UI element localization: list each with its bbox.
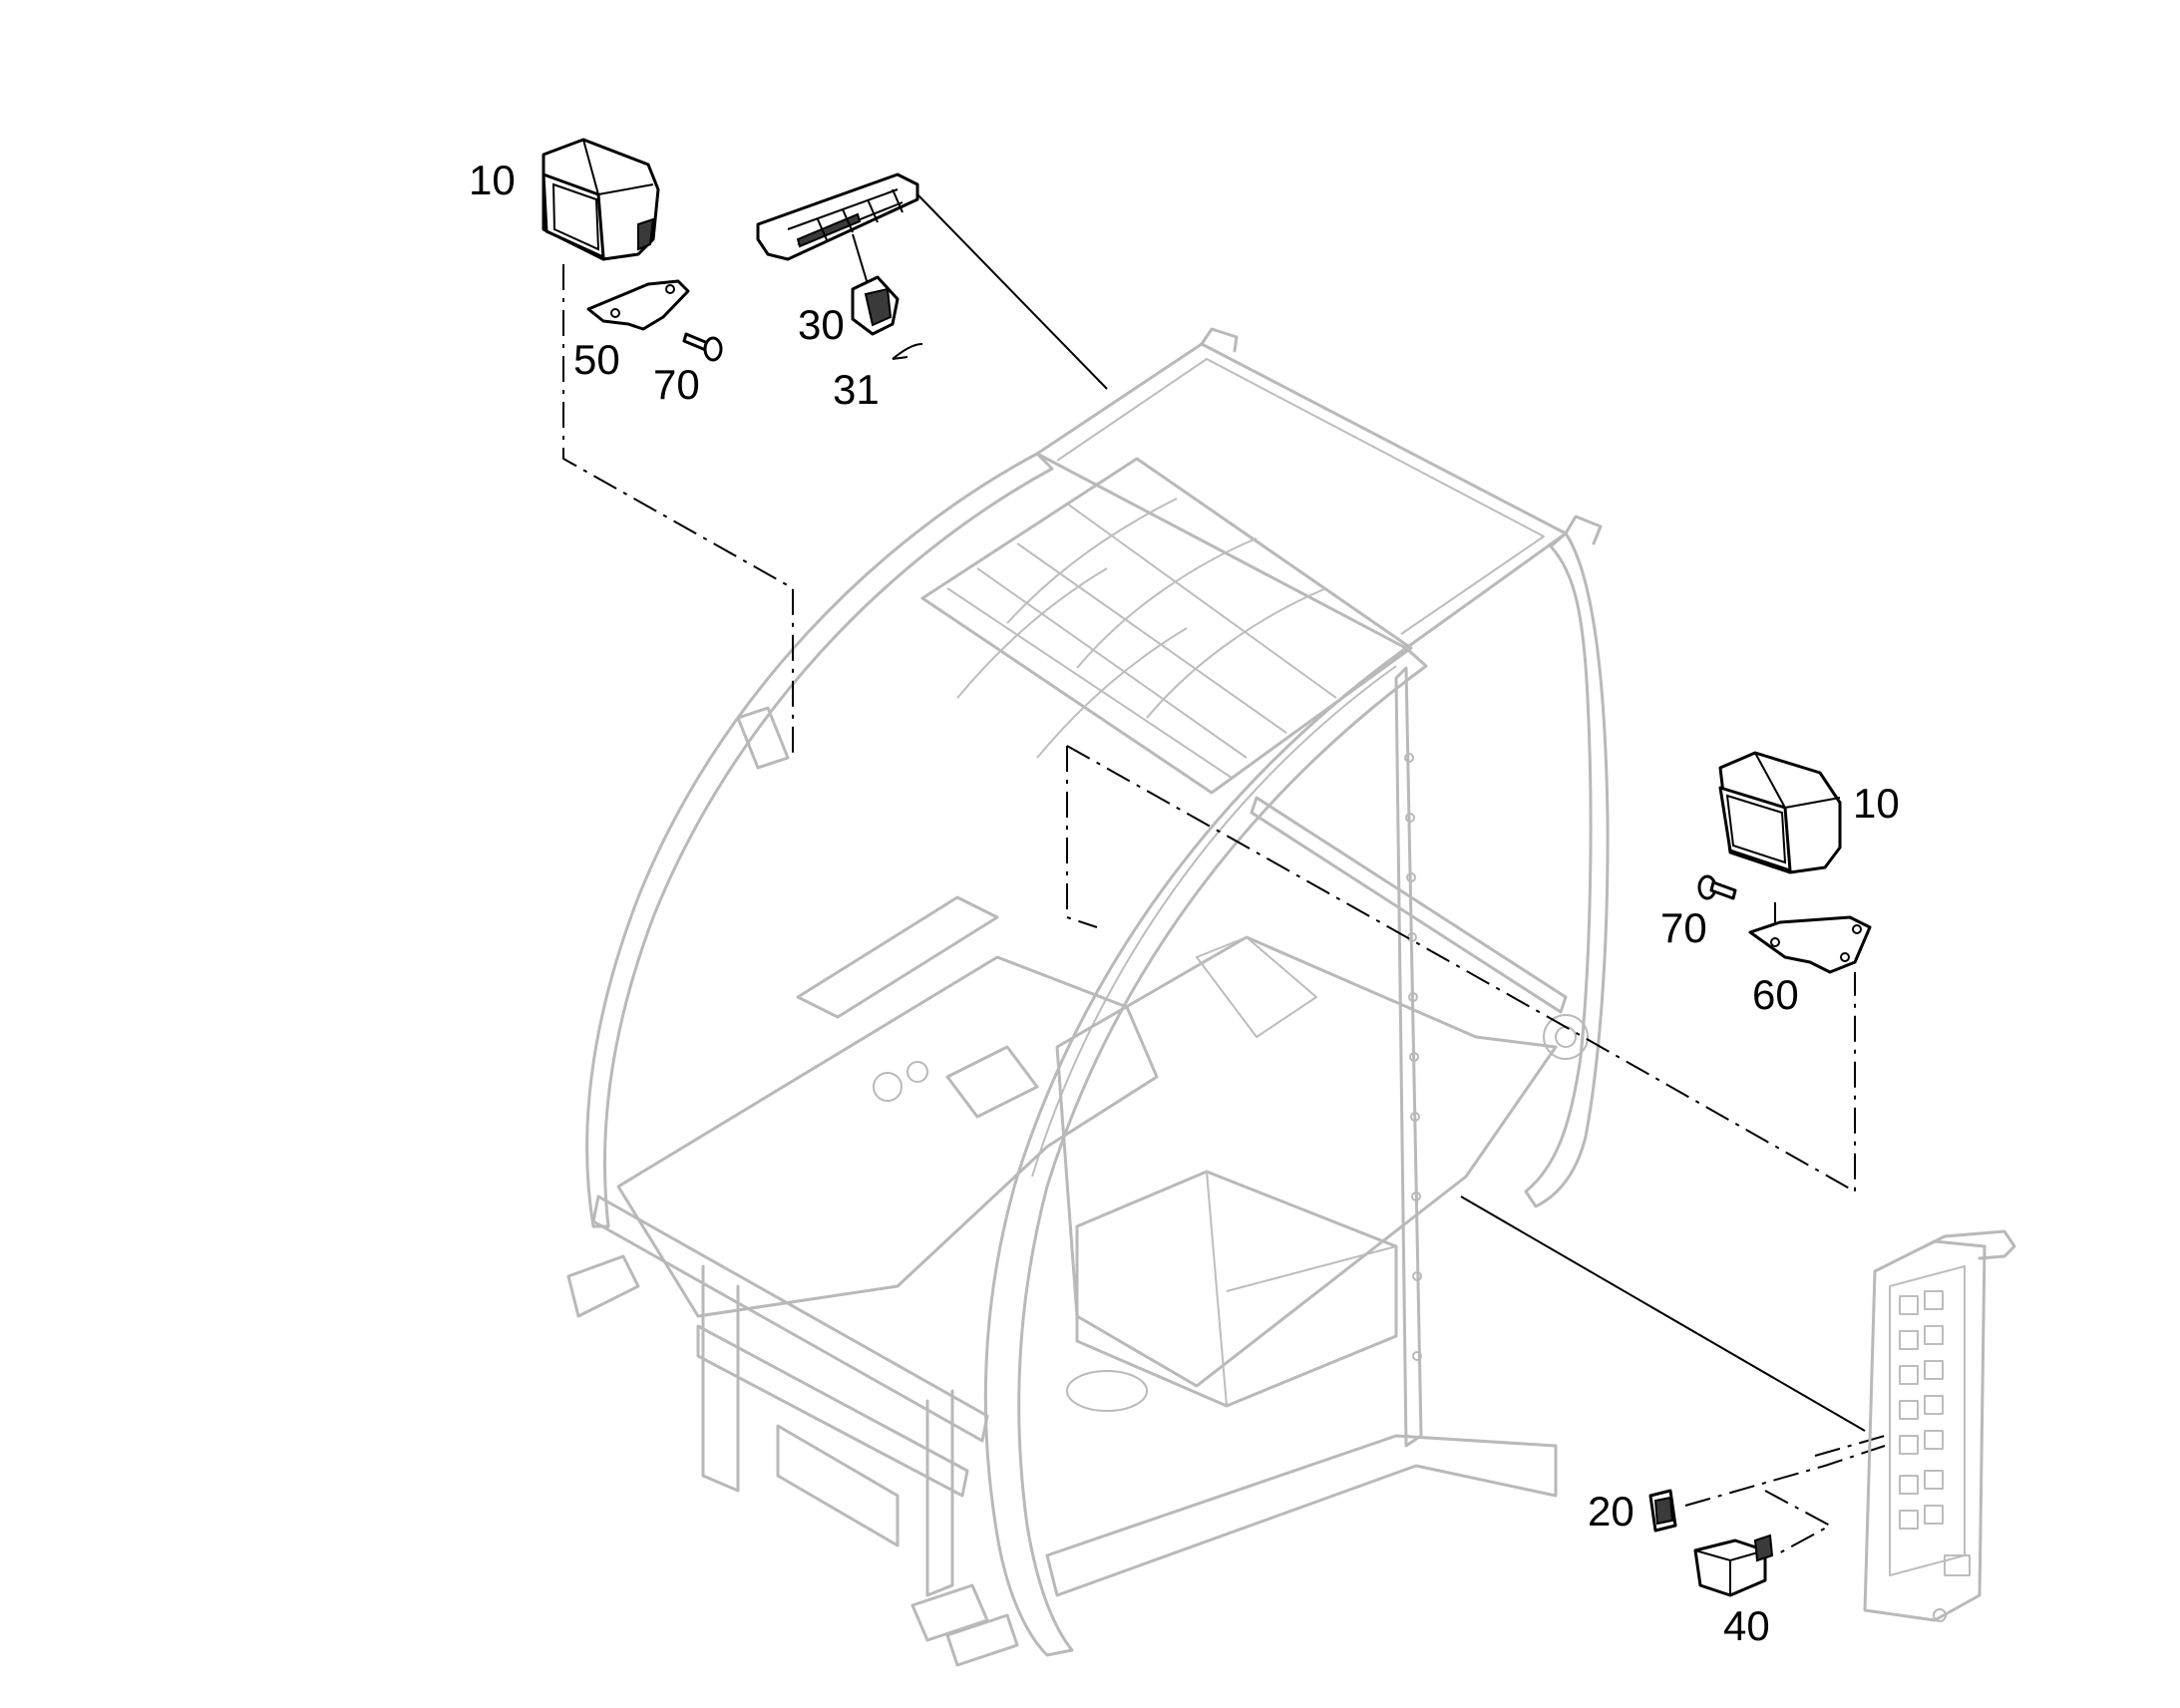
lamp-bracket-right	[1748, 915, 1872, 974]
assembly-guide-lines	[562, 264, 1886, 1556]
callout-30: 30	[798, 301, 845, 348]
work-lamp-left	[542, 138, 660, 261]
clip-part-31	[892, 343, 923, 360]
callout-70-left: 70	[653, 361, 700, 408]
callout-31: 31	[833, 366, 880, 413]
callout-10-right: 10	[1853, 780, 1900, 827]
lamp-bracket-left	[586, 279, 690, 331]
callout-70-right: 70	[1660, 904, 1707, 951]
switch-part-30	[851, 275, 900, 336]
switch-panel	[756, 172, 919, 261]
callout-10-left: 10	[469, 157, 516, 203]
callout-40: 40	[1723, 1602, 1770, 1649]
callout-50: 50	[573, 336, 620, 383]
fuse-part-20	[1648, 1489, 1677, 1533]
cab-frame	[566, 327, 1610, 1667]
fuse-relay-board	[1863, 1229, 2016, 1622]
work-lamp-right	[1718, 751, 1842, 874]
bolt-left	[682, 332, 723, 362]
callout-labels: 10 50 70 30 31 10 70 60 20 40	[469, 157, 1900, 1649]
callout-20: 20	[1588, 1488, 1635, 1535]
bolt-right	[1697, 874, 1737, 900]
callout-60: 60	[1752, 971, 1799, 1018]
leader-lines	[852, 193, 1866, 1432]
relay-part-40	[1693, 1534, 1774, 1597]
